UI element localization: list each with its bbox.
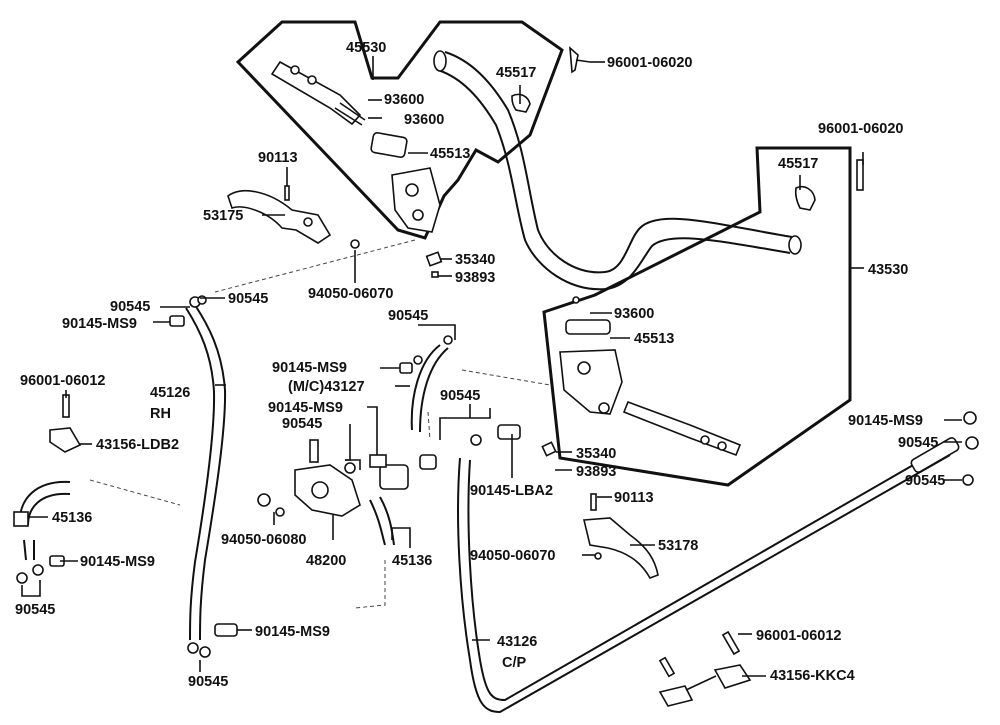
label-43530: 43530 <box>868 262 908 278</box>
label-90545-d: 90545 <box>282 416 322 432</box>
label-90113-b: 90113 <box>614 490 654 506</box>
label-90145-ms9-a: 90145-MS9 <box>62 316 137 332</box>
bolt-96001-06020-a <box>569 46 591 74</box>
label-45513-a: 45513 <box>430 146 470 162</box>
hose-45136-left <box>13 480 71 561</box>
clip-43156-ldb2 <box>49 427 82 453</box>
label-35340-b: 35340 <box>576 446 616 462</box>
hose-45126-rh <box>185 304 227 641</box>
fittings <box>16 295 979 658</box>
label-96001-06012-a: 96001-06012 <box>20 373 105 389</box>
label-93600-c: 93600 <box>614 306 654 322</box>
label-48200: 48200 <box>306 553 346 569</box>
label-90145-ms9-e: 90145-MS9 <box>848 413 923 429</box>
label-94050-06070-a: 94050-06070 <box>308 286 393 302</box>
label-93600-a: 93600 <box>384 92 424 108</box>
label-90545-b: 90545 <box>110 299 150 315</box>
label-94050-06070-b: 94050-06070 <box>470 548 555 564</box>
label-45126-rh: RH <box>150 406 171 422</box>
label-90545-f: 90545 <box>15 602 55 618</box>
label-45126: 45126 <box>150 385 190 401</box>
label-43156-kkc4: 43156-KKC4 <box>770 668 855 684</box>
label-90145-ms9-c: 90145-MS9 <box>268 400 343 416</box>
label-90145-ms9-f: 90145-MS9 <box>255 624 330 640</box>
label-90545-a: 90545 <box>228 291 268 307</box>
leader-lines <box>21 56 962 677</box>
clip-43156-kkc4 <box>658 664 752 707</box>
label-90113-a: 90113 <box>258 150 298 166</box>
hose-master-cylinder-upper <box>410 344 449 433</box>
label-96001-06020-b: 96001-06020 <box>818 121 903 137</box>
label-43126-cp: C/P <box>502 655 527 671</box>
label-35340-a: 35340 <box>455 252 495 268</box>
label-45517-b: 45517 <box>778 156 818 172</box>
label-96001-06020-a: 96001-06020 <box>607 55 692 71</box>
label-90545-h: 90545 <box>905 473 945 489</box>
lever-53178 <box>583 493 659 579</box>
bolt-94050-06070-top <box>350 239 360 249</box>
label-43126: 43126 <box>497 634 537 650</box>
handlebar <box>433 50 802 291</box>
label-53178: 53178 <box>658 538 698 554</box>
label-45517-a: 45517 <box>496 65 536 81</box>
bolt-96001-06020-b <box>856 159 864 191</box>
label-45530: 45530 <box>346 40 386 56</box>
master-cylinder-top-parts <box>270 60 441 233</box>
switch-35340-top <box>425 251 443 278</box>
label-43156-ldb2: 43156-LDB2 <box>96 437 179 453</box>
label-93600-b: 93600 <box>404 112 444 128</box>
master-cylinder-right-parts <box>559 296 742 457</box>
label-43127: (M/C)43127 <box>288 379 365 395</box>
label-90545-i: 90545 <box>188 674 228 690</box>
label-90145-ms9-d: 90145-MS9 <box>80 554 155 570</box>
label-93893-a: 93893 <box>455 270 495 286</box>
bolt-96001-06012-b <box>658 630 741 678</box>
clamp-45517-a <box>511 93 531 113</box>
label-90545-c: 90545 <box>388 308 428 324</box>
switch-35340-bottom <box>541 441 557 457</box>
label-45136-a: 45136 <box>52 510 92 526</box>
clamp-45517-b <box>794 185 816 211</box>
hose-45136-center <box>369 496 395 546</box>
label-90145-lba2: 90145-LBA2 <box>470 483 553 499</box>
label-45136-b: 45136 <box>392 553 432 569</box>
guide-lines <box>89 239 551 609</box>
label-90545-g: 90545 <box>898 435 938 451</box>
lever-53175 <box>227 185 332 244</box>
bolt-96001-06012-a <box>62 394 70 418</box>
label-45513-b: 45513 <box>634 331 674 347</box>
caliper-48200 <box>257 454 437 517</box>
label-93893-b: 93893 <box>576 464 616 480</box>
label-53175: 53175 <box>203 208 243 224</box>
label-90145-ms9-b: 90145-MS9 <box>272 360 347 376</box>
label-96001-06012-b: 96001-06012 <box>756 628 841 644</box>
hose-43126-cp <box>457 437 960 714</box>
label-90545-e: 90545 <box>440 388 480 404</box>
label-94050-06080: 94050-06080 <box>221 532 306 548</box>
